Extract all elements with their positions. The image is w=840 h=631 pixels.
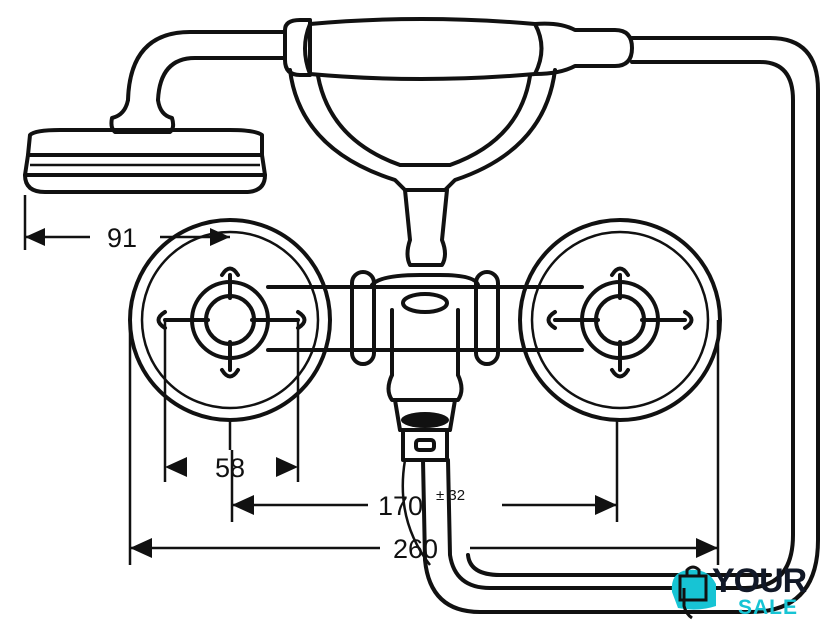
mixer-body [266, 270, 584, 462]
dimension-260: 260 [128, 320, 720, 565]
hand-shower-handset [283, 17, 634, 267]
dimension-170: 170 ± 32 [230, 420, 619, 522]
yoursale-logo: YOUR SALE [668, 562, 818, 622]
dimension-91: 91 [23, 195, 230, 253]
showerhead [23, 98, 267, 194]
hose-right [401, 36, 820, 614]
right-valve [518, 218, 722, 422]
logo-word-sale: SALE [738, 596, 799, 619]
dimension-label-260: 260 [393, 534, 438, 564]
left-valve [128, 218, 332, 422]
dimension-label-58: 58 [215, 453, 245, 483]
dimension-label-170: 170 [378, 491, 423, 521]
dimension-label-91: 91 [107, 223, 137, 253]
dimension-tolerance: ± 32 [436, 487, 465, 504]
dimension-58: 58 [163, 320, 300, 483]
logo-word-your: YOUR [712, 562, 807, 600]
hose-left [126, 30, 287, 102]
shopping-bag-hand-icon [671, 565, 716, 620]
